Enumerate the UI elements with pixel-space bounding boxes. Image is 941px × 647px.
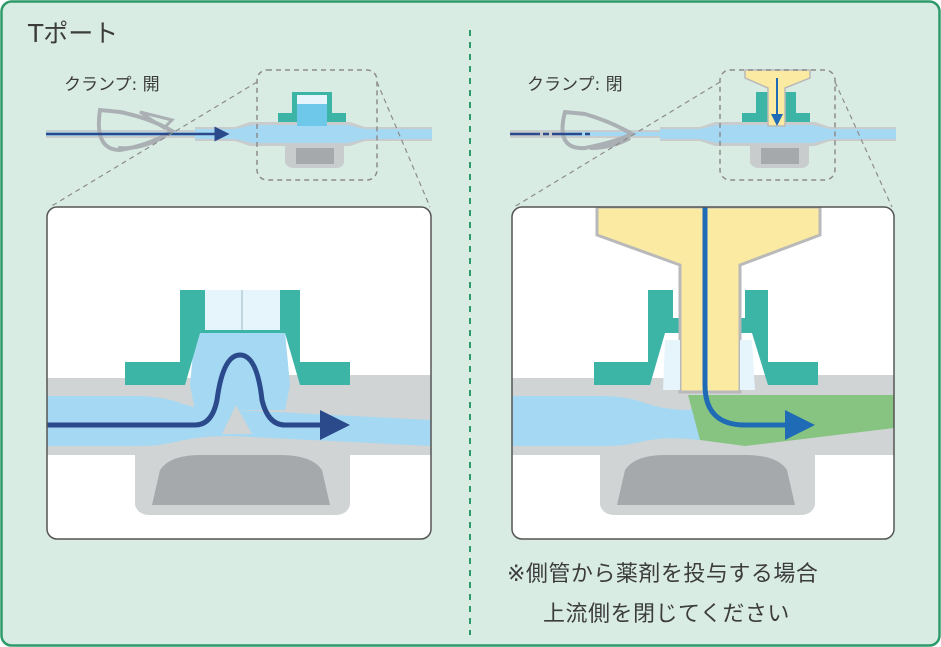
right-detail-frame <box>511 206 895 540</box>
right-overview <box>510 69 896 168</box>
left-detail-frame <box>46 206 432 540</box>
left-zoom-frame <box>256 69 378 181</box>
left-overview <box>46 92 432 168</box>
page-title: Tポート <box>28 19 119 48</box>
right-clamp-label: クランプ: 閉 <box>527 75 623 95</box>
left-clamp-label: クランプ: 開 <box>64 75 160 95</box>
note-line-1: ※側管から薬剤を投与する場合 <box>507 562 819 587</box>
note-line-2: 上流側を閉じてください <box>543 602 790 627</box>
left-detail <box>47 207 431 539</box>
right-detail <box>512 207 894 539</box>
right-zoom-frame <box>719 69 836 181</box>
